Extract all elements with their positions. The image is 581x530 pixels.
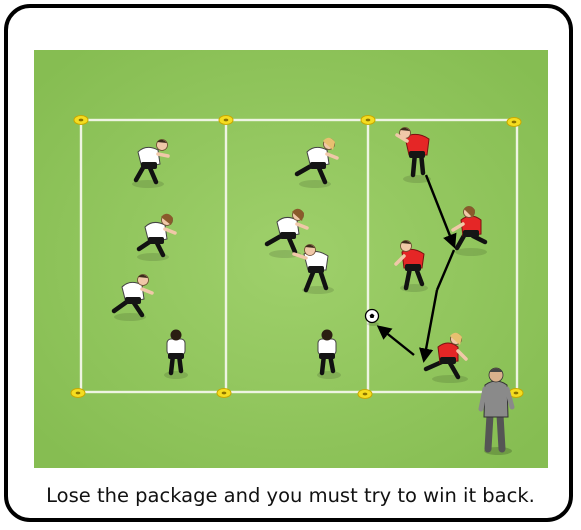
marker-cone-icon [361,116,375,125]
soccer-ball-icon [366,310,380,327]
diagram-caption: Lose the package and you must try to win… [0,484,581,507]
grass [34,50,548,468]
pitch [34,50,548,468]
marker-cone-icon [219,116,233,125]
marker-cone-icon [74,116,88,125]
marker-cone-icon [358,390,372,399]
pitch-drawing [34,50,548,468]
marker-cone-icon [217,389,231,398]
marker-cone-icon [71,389,85,398]
marker-cone-icon [507,118,521,127]
